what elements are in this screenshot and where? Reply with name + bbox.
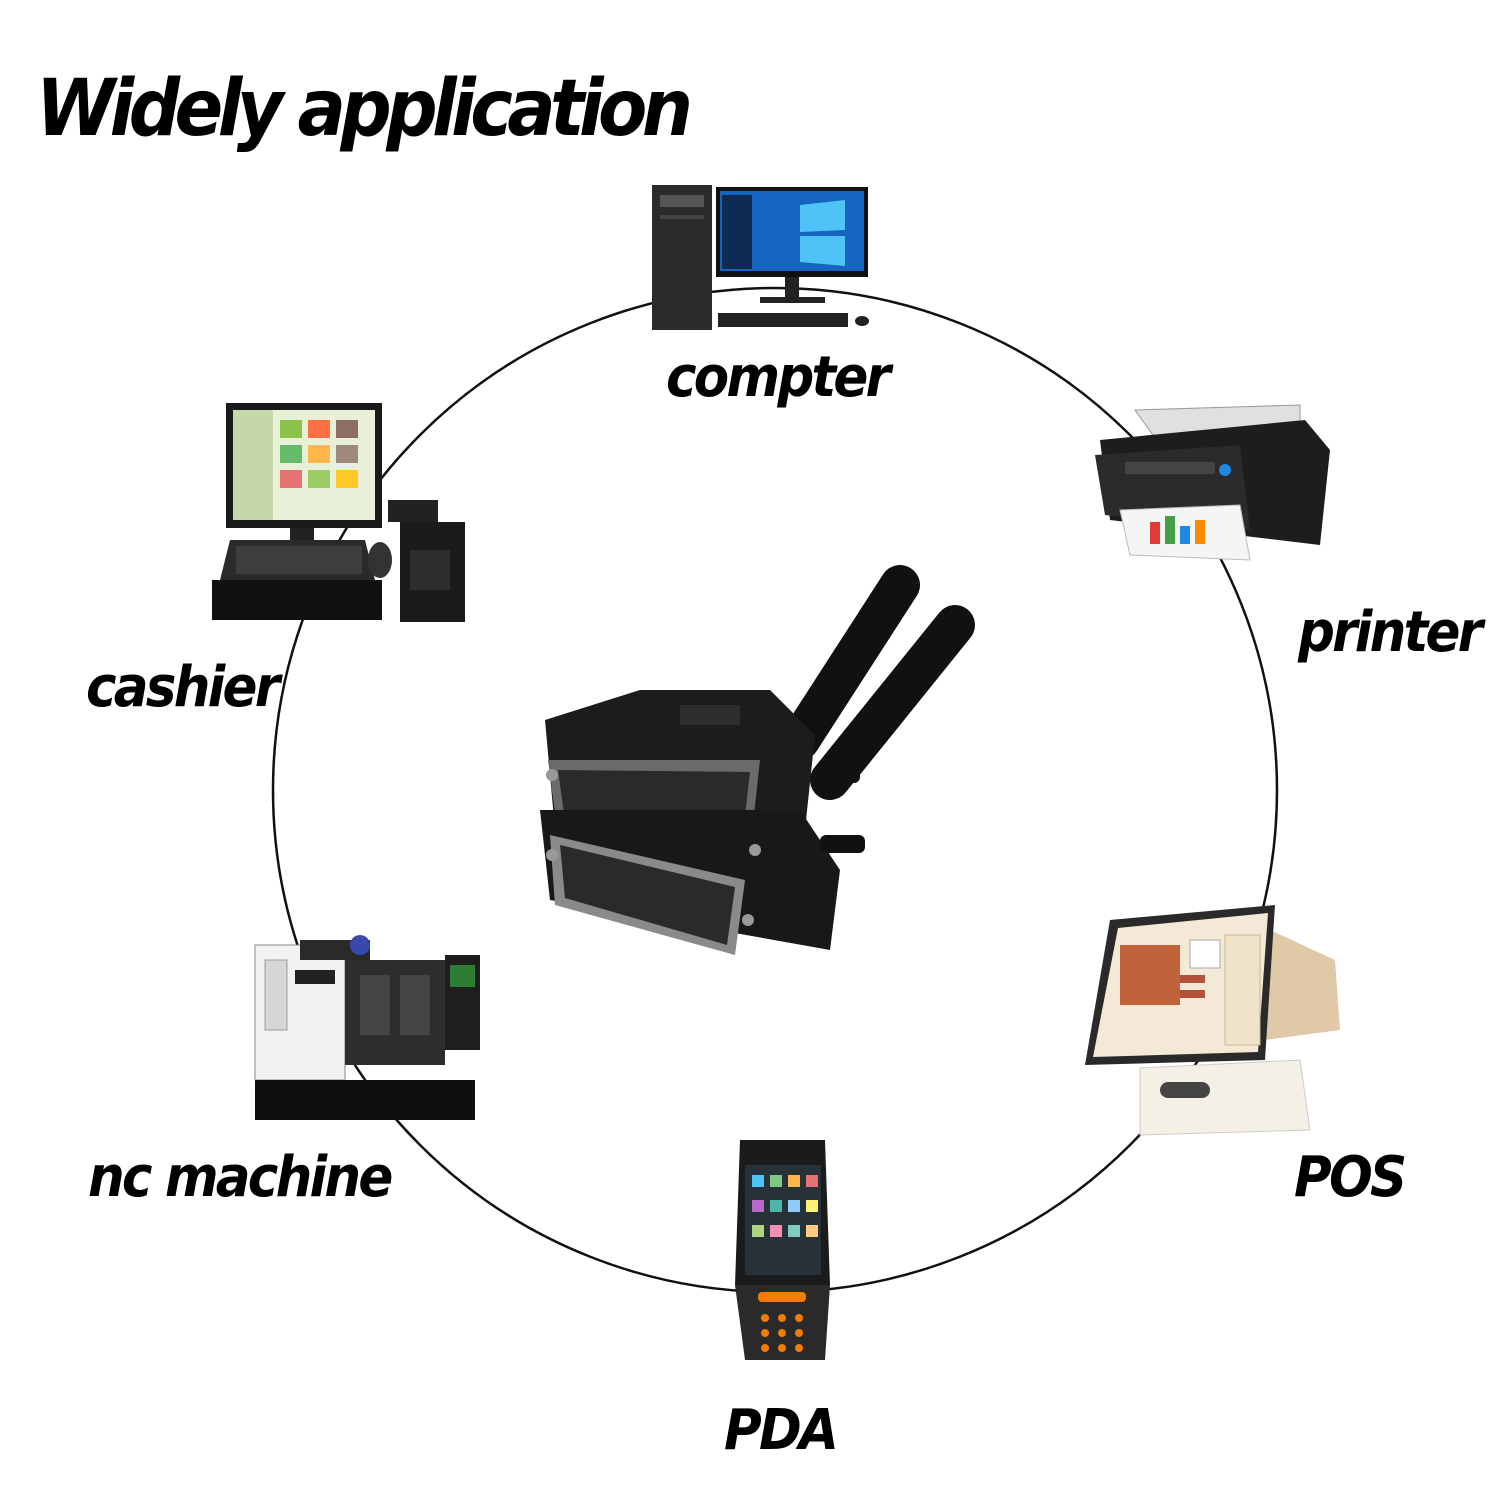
printer-icon	[1095, 404, 1330, 561]
label-cashier: cashier	[86, 655, 280, 720]
label-pda: PDA	[724, 1398, 839, 1463]
cnc-machine-icon	[254, 935, 480, 1120]
pos-terminal-icon	[1085, 905, 1340, 1136]
label-printer: printer	[1298, 600, 1483, 665]
label-nc-machine: nc machine	[88, 1145, 393, 1210]
cash-register-icon	[212, 403, 465, 622]
label-pos: POS	[1294, 1145, 1407, 1210]
label-computer: compter	[666, 345, 891, 410]
desktop-computer-icon	[652, 185, 869, 330]
db-connector-cable-icon	[540, 565, 975, 955]
page-title: Widely application	[36, 64, 693, 154]
handheld-pda-icon	[735, 1140, 830, 1360]
